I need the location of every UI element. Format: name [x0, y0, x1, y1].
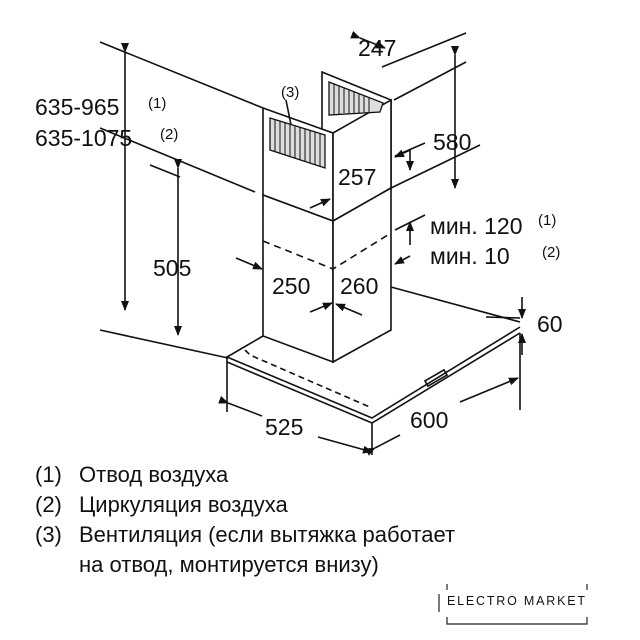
dim-total-height-1-ref: (1)	[148, 95, 166, 112]
logo-frame	[438, 584, 588, 625]
note-item: (2) Циркуляция воздуха	[35, 490, 455, 520]
bottom-reference-line	[99, 329, 229, 359]
canopy-bottom-edge	[226, 332, 521, 424]
dim-lower-width: 250	[272, 273, 310, 299]
arrow-247	[350, 30, 386, 49]
vent-leader-line	[285, 99, 292, 126]
dim-upper-width: 257	[338, 164, 376, 190]
note-text: на отвод, монтируется внизу)	[79, 552, 379, 577]
arrow-260-left	[309, 302, 333, 313]
note-text: Циркуляция воздуха	[79, 492, 288, 517]
arrow-min-gap-2	[394, 255, 411, 265]
notes-list: (1) Отвод воздуха (2) Циркуляция воздуха (…	[35, 460, 455, 580]
note-text: Вентиляция (если вытяжка работает	[79, 522, 456, 547]
dim-hood-width: 600	[410, 407, 448, 433]
arrow-260-right	[335, 303, 363, 316]
extension-line	[381, 32, 467, 68]
dim-chimney-depth: 247	[358, 35, 396, 61]
arrow-600-end	[459, 377, 519, 403]
arrow-250	[235, 257, 263, 270]
note-item: (3) Вентиляция (если вытяжка работает	[35, 520, 455, 550]
vent-ref-label: (3)	[281, 84, 299, 101]
watermark-logo: ELECTRO MARKET	[437, 584, 597, 626]
dim-lower-height: 505	[153, 255, 191, 281]
dim-min-gap-2: мин. 10	[430, 243, 510, 269]
arrow-525	[218, 396, 263, 417]
dim-min-gap-2-ref: (2)	[542, 244, 560, 261]
watermark-brand: ELECTRO MARKET	[447, 594, 587, 608]
canopy-back-edge	[390, 286, 521, 323]
vent-grille-icon	[269, 81, 384, 169]
control-panel	[423, 368, 449, 388]
reference-line	[149, 164, 181, 178]
dim-hood-depth: 525	[265, 414, 303, 440]
dim-lower-depth: 260	[340, 273, 378, 299]
canopy-top-edge	[225, 326, 521, 419]
note-number: (3)	[35, 522, 62, 547]
arrow-600	[365, 434, 401, 456]
canopy-dashed-line	[244, 349, 373, 409]
lower-chimney-right-face	[332, 186, 392, 364]
extension-line	[390, 144, 481, 189]
arrow-257	[309, 198, 331, 209]
dim-upper-height: 580	[433, 129, 471, 155]
dim-min-gap-1-ref: (1)	[538, 212, 556, 229]
note-number: (1)	[35, 462, 62, 487]
dim-total-height-1: 635-965	[35, 94, 119, 120]
note-item: (1) Отвод воздуха	[35, 460, 455, 490]
dim-canopy-thickness: 60	[537, 311, 563, 337]
extension-line	[485, 316, 521, 319]
dim-total-height-2: 635-1075	[35, 125, 132, 151]
overlap-dashed-line	[262, 232, 392, 270]
dim-total-height-2-ref: (2)	[160, 126, 178, 143]
arrow-257-top	[394, 149, 411, 158]
note-text: Отвод воздуха	[79, 462, 229, 487]
note-item: на отвод, монтируется внизу)	[35, 550, 455, 580]
arrow-525-end	[317, 436, 373, 454]
note-number: (2)	[35, 492, 62, 517]
dim-min-gap-1: мин. 120	[430, 213, 523, 239]
